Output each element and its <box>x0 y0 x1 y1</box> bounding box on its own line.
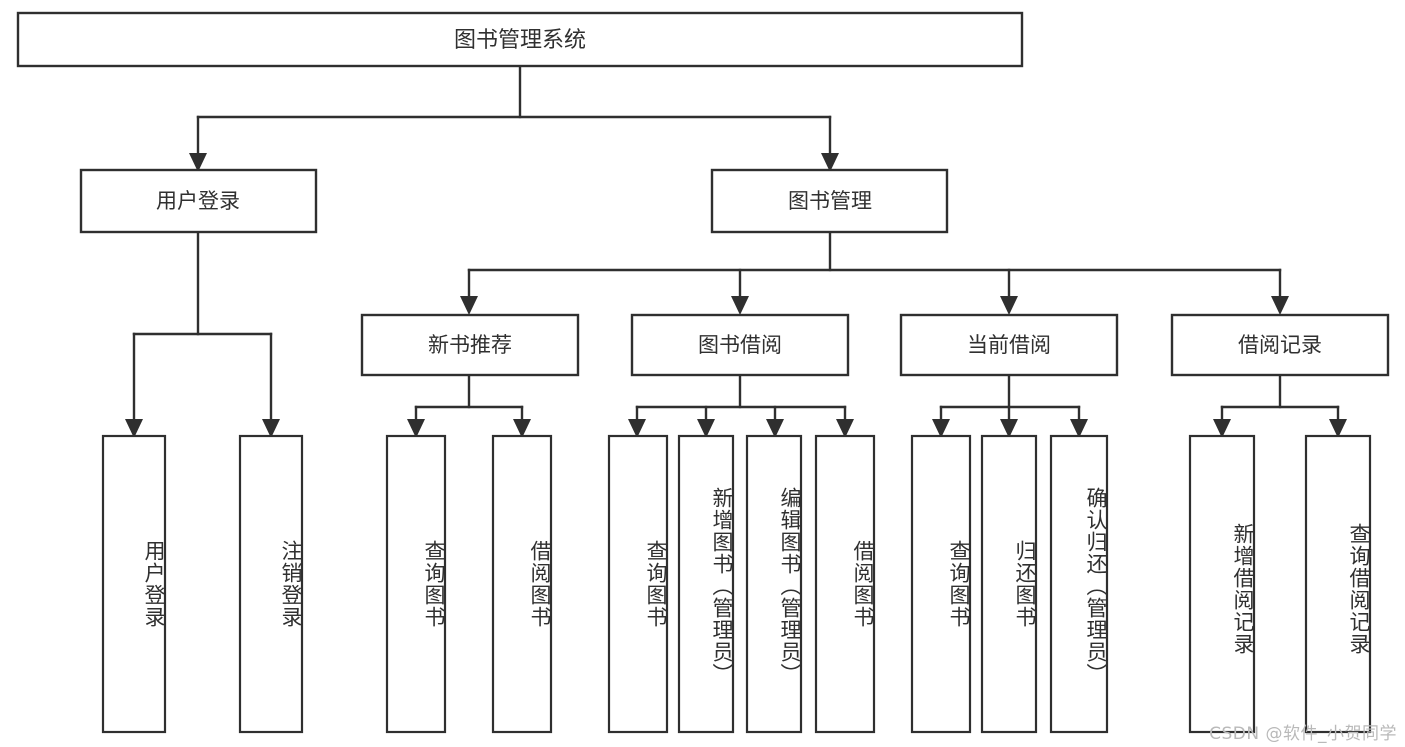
arrow-leaf-query-books-2 <box>628 419 646 438</box>
node-user-login[interactable]: 用户登录 <box>79 168 318 234</box>
node-root-box[interactable] <box>16 11 1024 68</box>
node-current-borrow-box[interactable] <box>899 313 1119 377</box>
arrow-leaf-borrow-books-2 <box>836 419 854 438</box>
leaf-box-query-books-1[interactable] <box>385 434 447 734</box>
leaf-box-query-books-2[interactable] <box>607 434 669 734</box>
node-new-book-recommend[interactable]: 新书推荐 <box>360 313 580 377</box>
leaf-box-query-record[interactable] <box>1304 434 1372 734</box>
node-root-label: 图书管理系统 <box>454 28 586 53</box>
leaf-box-return-book[interactable] <box>980 434 1038 734</box>
node-borrow-records-label: 借阅记录 <box>1238 333 1322 357</box>
node-book-borrow-box[interactable] <box>630 313 850 377</box>
arrow-to-book-borrow <box>731 296 749 315</box>
node-book-management-label: 图书管理 <box>788 189 872 213</box>
arrow-to-new-book-rec <box>460 296 478 315</box>
leaf-box-user-login[interactable] <box>101 434 167 734</box>
leaf-box-logout[interactable] <box>238 434 304 734</box>
node-borrow-records-box[interactable] <box>1170 313 1390 377</box>
node-borrow-records[interactable]: 借阅记录 <box>1170 313 1390 377</box>
arrow-to-borrow-records <box>1271 296 1289 315</box>
watermark-text: CSDN @软件_小贺同学 <box>1209 724 1397 744</box>
arrow-leaf-edit-book <box>766 419 784 438</box>
leaf-box-add-book[interactable] <box>677 434 735 734</box>
node-root[interactable]: 图书管理系统 <box>16 11 1024 68</box>
arrow-leaf-borrow-books-1 <box>513 419 531 438</box>
node-current-borrow-label: 当前借阅 <box>967 333 1051 357</box>
connectors <box>125 64 1347 438</box>
arrow-leaf-logout <box>262 419 280 438</box>
leaf-box-add-record[interactable] <box>1188 434 1256 734</box>
node-current-borrow[interactable]: 当前借阅 <box>899 313 1119 377</box>
node-book-borrow-label: 图书借阅 <box>698 333 782 357</box>
arrow-leaf-confirm-return <box>1070 419 1088 438</box>
arrow-leaf-query-record <box>1329 419 1347 438</box>
node-new-book-recommend-label: 新书推荐 <box>428 333 512 357</box>
arrow-to-current-borrow <box>1000 296 1018 315</box>
leaf-box-edit-book[interactable] <box>745 434 803 734</box>
node-new-book-recommend-box[interactable] <box>360 313 580 377</box>
arrow-leaf-query-books-3 <box>932 419 950 438</box>
arrow-leaf-add-book <box>697 419 715 438</box>
leaf-box-borrow-books-2[interactable] <box>814 434 876 734</box>
arrow-to-book-mgmt <box>821 153 839 172</box>
leaf-box-query-books-3[interactable] <box>910 434 972 734</box>
leaf-box-confirm-return[interactable] <box>1049 434 1109 734</box>
node-book-borrow[interactable]: 图书借阅 <box>630 313 850 377</box>
node-user-login-label: 用户登录 <box>156 189 240 213</box>
arrow-leaf-add-record <box>1213 419 1231 438</box>
node-book-management[interactable]: 图书管理 <box>710 168 949 234</box>
leaf-box-borrow-books-1[interactable] <box>491 434 553 734</box>
arrow-to-user-login <box>189 153 207 172</box>
node-book-management-box[interactable] <box>710 168 949 234</box>
arrow-leaf-query-books-1 <box>407 419 425 438</box>
arrow-leaf-user-login <box>125 419 143 438</box>
node-user-login-box[interactable] <box>79 168 318 234</box>
arrow-leaf-return-book <box>1000 419 1018 438</box>
